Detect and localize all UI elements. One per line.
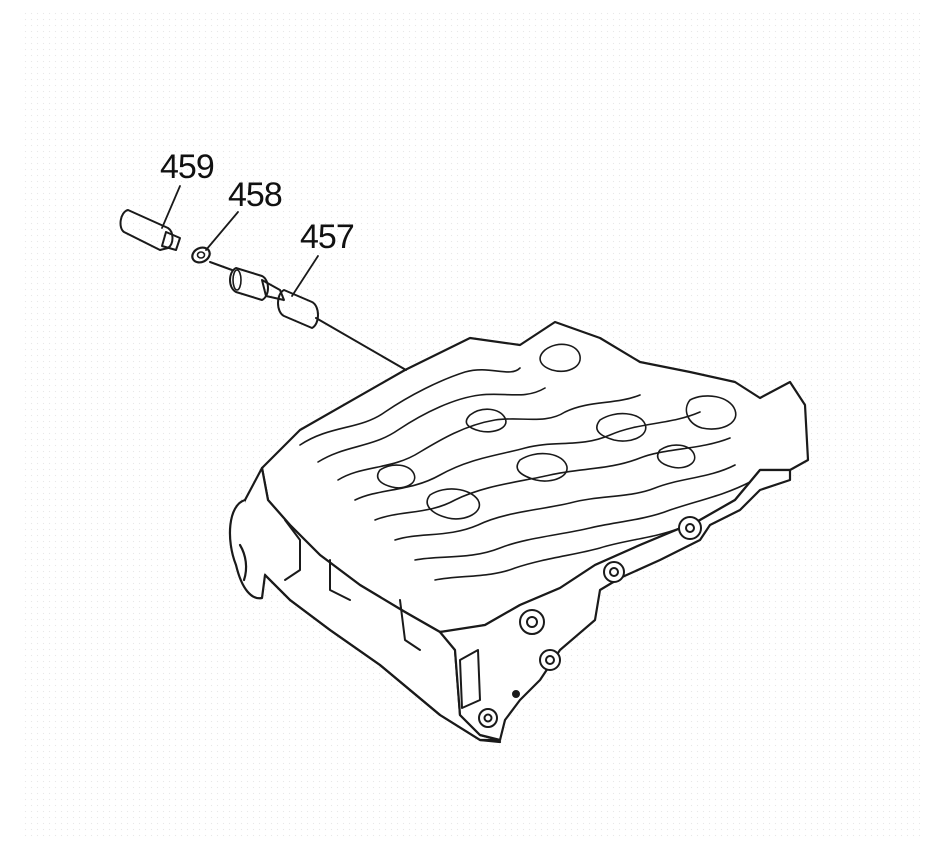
- part-458-retainer: [191, 246, 211, 264]
- callout-459: 459: [160, 148, 214, 186]
- assembly-axis-line: [315, 317, 407, 371]
- valve-body-housing: [228, 320, 810, 744]
- leader-lines: [161, 185, 319, 297]
- part-457-valve-spool: [229, 267, 319, 329]
- assembly-axis-line: [209, 261, 233, 271]
- leader-457: [291, 255, 319, 297]
- callout-457: 457: [300, 218, 354, 256]
- leader-458: [205, 211, 239, 251]
- callout-458: 458: [228, 176, 282, 214]
- mounting-holes: [284, 516, 702, 728]
- leader-459: [161, 185, 181, 229]
- part-459-spring: [119, 209, 181, 251]
- valve-body-channels: [299, 343, 751, 581]
